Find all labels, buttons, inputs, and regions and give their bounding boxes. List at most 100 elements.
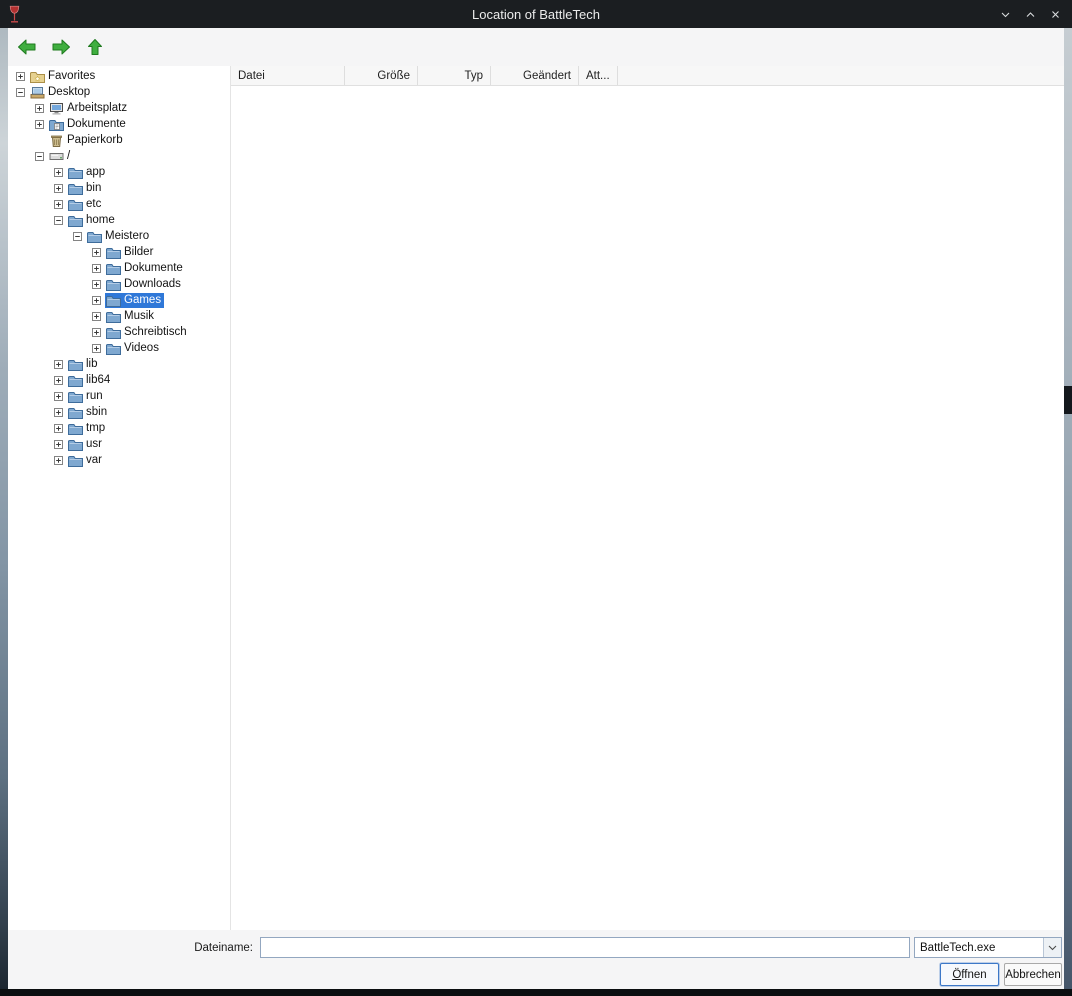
tree-item-games[interactable]: Games — [8, 292, 230, 308]
tree-item-musik[interactable]: Musik — [8, 308, 230, 324]
docfolder-icon — [49, 118, 64, 131]
tree-item-label: lib — [86, 358, 98, 370]
expander-plus-icon[interactable] — [92, 327, 101, 337]
expander-plus-icon[interactable] — [92, 311, 101, 321]
toolbar — [8, 28, 1064, 66]
expander-plus-icon[interactable] — [54, 423, 63, 433]
tree-item-downloads[interactable]: Downloads — [8, 276, 230, 292]
back-button[interactable] — [14, 34, 40, 60]
filename-input[interactable] — [260, 937, 910, 958]
tree-item-content: run — [67, 389, 106, 404]
tree-item-bin[interactable]: bin — [8, 180, 230, 196]
expander-minus-icon[interactable] — [54, 215, 63, 225]
column-header-0[interactable]: Datei — [231, 66, 345, 85]
up-button[interactable] — [82, 34, 108, 60]
expander-plus-icon[interactable] — [54, 167, 63, 177]
tree-item-content: Dokumente — [48, 117, 129, 132]
expander-plus-icon[interactable] — [16, 71, 25, 81]
expander-plus-icon[interactable] — [54, 439, 63, 449]
tree-item-dokumente[interactable]: Dokumente — [8, 260, 230, 276]
tree-item-meistero[interactable]: Meistero — [8, 228, 230, 244]
tree-item-lib64[interactable]: lib64 — [8, 372, 230, 388]
tree-item-run[interactable]: run — [8, 388, 230, 404]
maximize-button[interactable] — [1023, 7, 1037, 21]
tree-item-label: Bilder — [124, 246, 154, 258]
arrow-up-icon — [88, 39, 102, 55]
tree-item-label: / — [67, 150, 71, 162]
tree-item-videos[interactable]: Videos — [8, 340, 230, 356]
desktop-wallpaper-bottom — [0, 989, 1072, 996]
filetype-dropdown-button[interactable] — [1043, 938, 1061, 957]
tree-item-content: Papierkorb — [48, 133, 126, 148]
tree-item-dokumente[interactable]: Dokumente — [8, 116, 230, 132]
column-header-2[interactable]: Typ — [418, 66, 491, 85]
tree-item-papierkorb[interactable]: Papierkorb — [8, 132, 230, 148]
expander-minus-icon[interactable] — [16, 87, 25, 97]
tree-item-arbeitsplatz[interactable]: Arbeitsplatz — [8, 100, 230, 116]
expander-plus-icon[interactable] — [54, 359, 63, 369]
expander-plus-icon[interactable] — [92, 263, 101, 273]
column-header-4[interactable]: Att... — [579, 66, 618, 85]
expander-plus-icon[interactable] — [35, 119, 44, 129]
tree-item-etc[interactable]: etc — [8, 196, 230, 212]
folder-icon — [68, 390, 83, 403]
expander-plus-icon[interactable] — [54, 183, 63, 193]
tree-item-content: tmp — [67, 421, 108, 436]
tree-item-favorites[interactable]: Favorites — [8, 68, 230, 84]
tree-item-home[interactable]: home — [8, 212, 230, 228]
tree-item-label: lib64 — [86, 374, 111, 386]
column-header-3[interactable]: Geändert — [491, 66, 579, 85]
filetype-combo[interactable]: BattleTech.exe — [914, 937, 1062, 958]
wallpaper-dark-patch — [1064, 386, 1072, 414]
expander-plus-icon[interactable] — [92, 247, 101, 257]
tree-item-content: Dokumente — [105, 261, 186, 276]
file-list-body[interactable] — [231, 86, 1064, 930]
trash-icon — [49, 134, 64, 147]
wine-glass-icon[interactable] — [7, 3, 25, 25]
tree-item-desktop[interactable]: Desktop — [8, 84, 230, 100]
tree-item-label: run — [86, 390, 103, 402]
expander-plus-icon[interactable] — [54, 391, 63, 401]
expander-plus-icon[interactable] — [54, 375, 63, 385]
cancel-button[interactable]: Abbrechen — [1004, 963, 1062, 986]
drive-icon — [49, 150, 64, 163]
minimize-button[interactable] — [998, 7, 1012, 21]
expander-plus-icon[interactable] — [92, 295, 101, 305]
desktop-icon — [30, 86, 45, 99]
expander-minus-icon[interactable] — [35, 151, 44, 161]
tree-item-schreibtisch[interactable]: Schreibtisch — [8, 324, 230, 340]
tree-item-label: Schreibtisch — [124, 326, 187, 338]
tree-item-var[interactable]: var — [8, 452, 230, 468]
expander-plus-icon[interactable] — [35, 103, 44, 113]
tree-item-content: / — [48, 149, 73, 164]
folder-icon — [87, 230, 102, 243]
tree-item-bilder[interactable]: Bilder — [8, 244, 230, 260]
tree-item-content: usr — [67, 437, 105, 452]
titlebar[interactable]: Location of BattleTech — [0, 0, 1072, 28]
expander-plus-icon[interactable] — [54, 199, 63, 209]
close-button[interactable] — [1048, 7, 1062, 21]
expander-plus-icon[interactable] — [54, 455, 63, 465]
tree-item-lib[interactable]: lib — [8, 356, 230, 372]
tree-item-usr[interactable]: usr — [8, 436, 230, 452]
tree-item-sbin[interactable]: sbin — [8, 404, 230, 420]
open-button[interactable]: Öffnen — [940, 963, 999, 986]
expander-plus-icon[interactable] — [92, 343, 101, 353]
column-header-1[interactable]: Größe — [345, 66, 418, 85]
expander-plus-icon[interactable] — [54, 407, 63, 417]
tree-item-label: Downloads — [124, 278, 181, 290]
expander-minus-icon[interactable] — [73, 231, 82, 241]
tree-item-content: lib64 — [67, 373, 113, 388]
expander-plus-icon[interactable] — [92, 279, 101, 289]
forward-button[interactable] — [48, 34, 74, 60]
tree-item-app[interactable]: app — [8, 164, 230, 180]
tree-item-content: var — [67, 453, 105, 468]
tree-selection: Games — [105, 292, 165, 308]
tree-item-label: Videos — [124, 342, 159, 354]
tree-item-root[interactable]: / — [8, 148, 230, 164]
tree-item-tmp[interactable]: tmp — [8, 420, 230, 436]
